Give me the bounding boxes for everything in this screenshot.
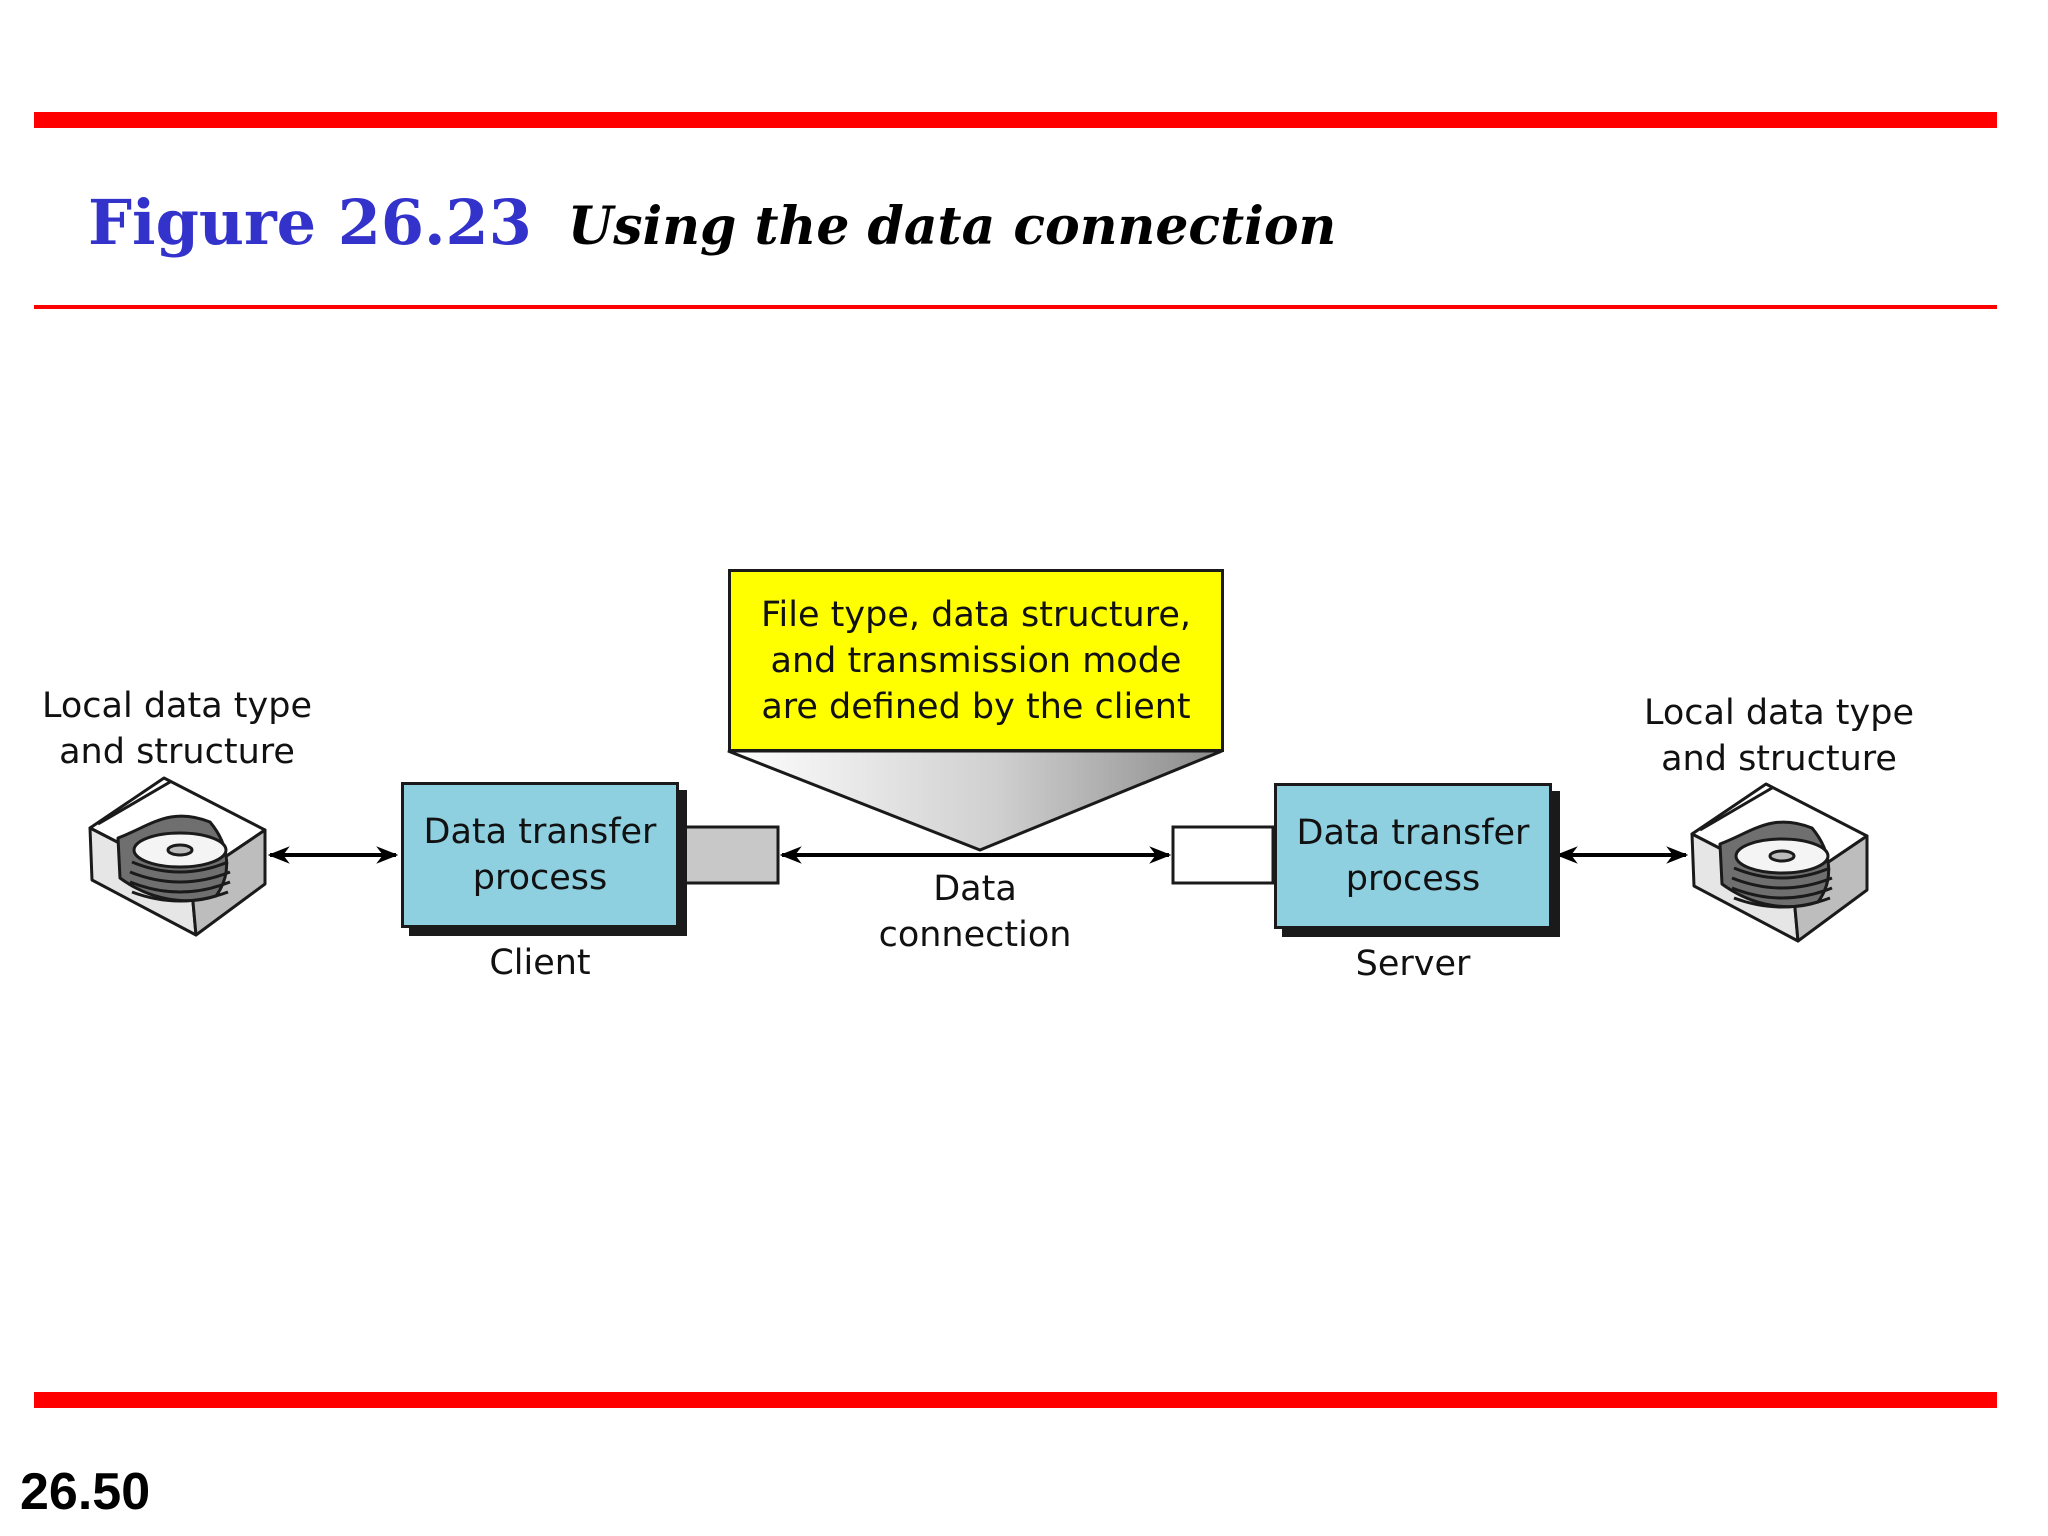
title-underline-rule: [34, 305, 1997, 309]
server-process-line-1: Data transfer: [1296, 813, 1530, 853]
right-disk-drive-icon: [1690, 782, 1869, 943]
transfer-parameters-note: File type, data structure, and transmiss…: [728, 569, 1224, 752]
note-line-2: and transmission mode: [770, 640, 1182, 681]
top-thick-rule: [34, 112, 1997, 128]
right-storage-line-2: and structure: [1661, 739, 1897, 779]
client-process-line-1: Data transfer: [423, 812, 657, 852]
note-text: File type, data structure, and transmiss…: [761, 592, 1191, 730]
left-storage-label: Local data type and structure: [36, 683, 318, 775]
server-process-label: Data transfer process: [1297, 810, 1530, 902]
figure-number: Figure 26.23: [88, 186, 532, 259]
server-caption: Server: [1355, 944, 1471, 984]
left-storage-line-1: Local data type: [42, 686, 312, 726]
figure-title: Figure 26.23 Using the data connection: [88, 186, 1336, 276]
note-callout-pointer: [727, 749, 1223, 852]
data-connection-line-1: Data: [933, 869, 1017, 909]
server-process-line-2: process: [1345, 859, 1481, 899]
note-line-1: File type, data structure,: [760, 594, 1192, 635]
client-process-line-2: process: [472, 858, 608, 898]
note-line-3: are defined by the client: [761, 686, 1191, 727]
left-storage-line-2: and structure: [59, 732, 295, 772]
right-storage-line-1: Local data type: [1644, 693, 1914, 733]
server-data-transfer-process: Data transfer process: [1274, 783, 1552, 929]
client-caption: Client: [489, 943, 591, 983]
data-connection-label: Data connection: [850, 866, 1100, 958]
client-process-label: Data transfer process: [424, 809, 657, 901]
figure-caption: Using the data connection: [567, 196, 1337, 257]
server-port: [1171, 825, 1275, 885]
client-data-transfer-process: Data transfer process: [401, 782, 679, 928]
client-port: [676, 825, 780, 885]
page-number: 26.50: [20, 1463, 151, 1521]
left-disk-drive-icon: [88, 776, 267, 937]
data-connection-line-2: connection: [878, 915, 1072, 955]
right-storage-label: Local data type and structure: [1638, 690, 1920, 782]
bottom-thick-rule: [34, 1392, 1997, 1408]
